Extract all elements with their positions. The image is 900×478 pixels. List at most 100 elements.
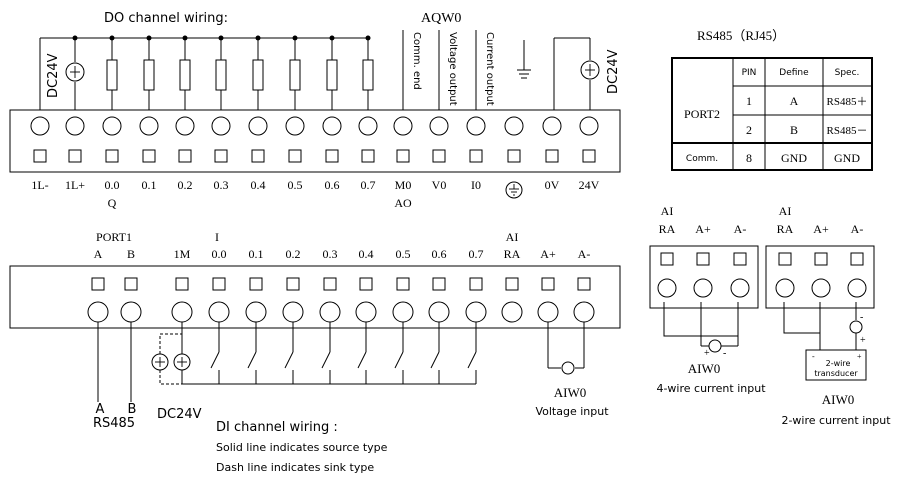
top-slot-12: [469, 149, 483, 163]
bottom-screw-8: [392, 301, 414, 323]
bottom-screw-9: [428, 301, 450, 323]
top-terminal-label: 24V: [579, 178, 600, 192]
bottom-slot-6: [323, 277, 337, 291]
bottom-screw-12: [537, 301, 559, 323]
top-screw-0: [30, 116, 50, 136]
load-resistor-icon: [252, 59, 264, 91]
bottom-terminal-row: [87, 277, 595, 323]
bottom-slot-11: [505, 277, 519, 291]
rs485-pin-table: [671, 57, 873, 171]
ai2-slot-2: [850, 252, 864, 266]
bottom-screw-3: [208, 301, 230, 323]
di-line2: Dash line indicates sink type: [216, 461, 374, 474]
ai4-screw-0: [657, 278, 677, 298]
ai4-plus-icon: +: [704, 348, 710, 359]
bottom-terminal-label: A+: [540, 247, 556, 261]
transducer-minus-icon: -: [812, 352, 815, 361]
bottom-screw-1: [120, 301, 142, 323]
i-group-label: I: [215, 230, 219, 244]
top-slot-14: [545, 149, 559, 163]
dc24v-input-label: DC24V: [157, 407, 202, 422]
di-switch-icon: [210, 351, 220, 369]
ai-group-label: AI: [506, 230, 519, 244]
top-terminal-label: 0.3: [214, 178, 229, 192]
th-define: Define: [779, 68, 809, 78]
bottom-slot-12: [541, 277, 555, 291]
top-screw-2: [102, 116, 122, 136]
load-resistor-icon: [362, 59, 374, 91]
top-screw-14: [542, 116, 562, 136]
comm-spec: GND: [834, 151, 860, 165]
di-title: DI channel wiring :: [216, 420, 338, 435]
di-line1: Solid line indicates source type: [216, 441, 388, 454]
top-screw-9: [358, 116, 378, 136]
di-switch-icon: [430, 351, 440, 369]
top-slot-3: [142, 149, 156, 163]
top-screw-13: [504, 116, 524, 136]
di-switch-icon: [284, 351, 294, 369]
aiw0-voltage-label: AIW0: [554, 385, 587, 400]
ai4-terminal-row: [657, 252, 750, 298]
bottom-slot-0: [91, 277, 105, 291]
th-pin: PIN: [742, 68, 757, 78]
top-terminal-label: 1L-: [31, 178, 48, 192]
ai2-terminal-row: [775, 252, 867, 298]
transducer-label-1: 2-wire: [826, 359, 851, 368]
bottom-terminal-label: 0.2: [286, 247, 301, 261]
load-resistor-icon: [289, 59, 301, 91]
comm-define: GND: [781, 151, 807, 165]
top-terminal-label: 0.0: [105, 178, 120, 192]
sink-dash-upper: [159, 333, 183, 354]
ai2-label-1: A+: [813, 222, 829, 236]
voltage-input-label: Voltage input: [535, 405, 609, 418]
ai4-slot-0: [660, 252, 674, 266]
row1-pin: 1: [746, 94, 752, 108]
bottom-terminal-label: RA: [504, 247, 521, 261]
top-slot-0: [33, 149, 47, 163]
comm-pin: 8: [746, 151, 752, 165]
row2-spec: RS485－: [827, 125, 868, 137]
top-terminal-label: V0: [432, 178, 447, 192]
bottom-slot-1: [124, 277, 138, 291]
top-terminal-label: 0.2: [178, 178, 193, 192]
voltage-output-label: Voltage output: [447, 32, 458, 106]
ai4-screw-2: [730, 278, 750, 298]
top-slot-15: [582, 149, 596, 163]
bottom-slot-7: [359, 277, 373, 291]
bottom-screw-2: [171, 301, 193, 323]
top-screw-11: [429, 116, 449, 136]
dc24v-left-label: DC24V: [46, 53, 61, 98]
ai4-slot-1: [696, 252, 710, 266]
ai2-caption: 2-wire current input: [781, 414, 891, 427]
comm-end-label: Comm. end: [411, 32, 422, 90]
sink-dash-lower: [159, 370, 182, 385]
ground-terminal-icon: [505, 181, 523, 199]
top-terminal-label: 0.7: [361, 178, 376, 192]
top-slot-6: [251, 149, 265, 163]
top-screw-8: [322, 116, 342, 136]
bottom-terminal-label: 0.5: [396, 247, 411, 261]
bottom-terminal-label: 0.1: [249, 247, 264, 261]
top-screw-10: [393, 116, 413, 136]
current-output-label: Current output: [484, 32, 495, 106]
rs485-table-title: RS485（RJ45）: [697, 28, 785, 43]
port1-label: PORT1: [96, 230, 132, 244]
voltage-source-icon: [561, 361, 575, 375]
ai2-screw-2: [847, 278, 867, 298]
top-terminal-label: 0.1: [142, 178, 157, 192]
di-switch-icon: [247, 351, 257, 369]
bottom-slot-13: [577, 277, 591, 291]
load-resistor-icon: [215, 59, 227, 91]
top-slot-8: [325, 149, 339, 163]
do-loads: [72, 35, 374, 110]
load-resistor-icon: [326, 59, 338, 91]
ai2-label-2: A-: [851, 222, 864, 236]
bottom-slot-10: [469, 277, 483, 291]
transducer-label-2: transducer: [814, 369, 858, 378]
bottom-terminal-label: A-: [578, 247, 591, 261]
ai2-screw-1: [811, 278, 831, 298]
bottom-slot-8: [396, 277, 410, 291]
bottom-screw-6: [319, 301, 341, 323]
